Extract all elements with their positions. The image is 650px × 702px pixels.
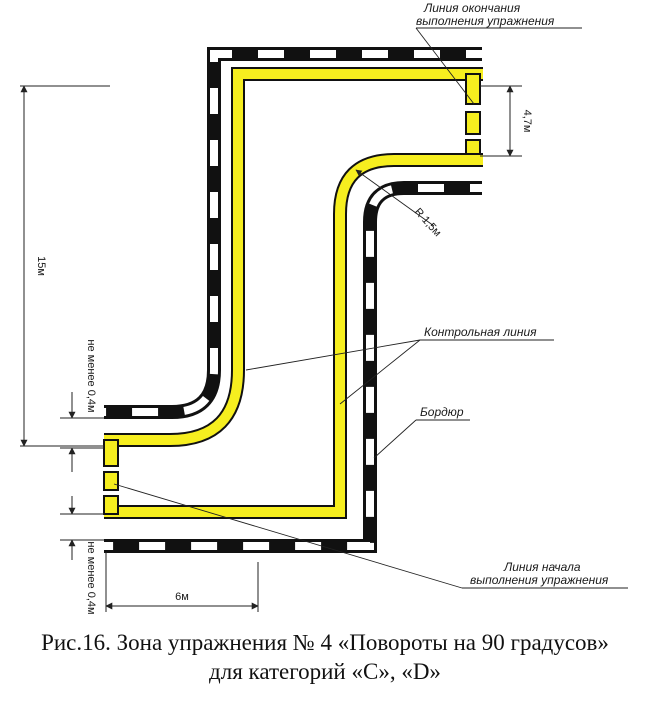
dimension-15m-label: 15м	[35, 256, 47, 276]
left-curb	[104, 47, 482, 419]
right-curb	[104, 181, 482, 553]
dimension-15m: 15м	[20, 85, 110, 447]
start-line-segment	[103, 439, 119, 467]
caption-line-2: для категорий «С», «D»	[209, 659, 441, 684]
start-line-annotation: Линия начала выполнения упражнения	[113, 483, 628, 589]
dimension-6m: 6м	[105, 552, 259, 612]
control-line-outer	[104, 67, 483, 447]
finish-line-annotation: Линия окончания выполнения упражнения	[415, 1, 582, 105]
control-line-label: Контрольная линия	[424, 325, 537, 339]
dimension-4-7m: 4,7м	[480, 85, 533, 157]
caption-line-1: Рис.16. Зона упражнения № 4 «Повороты на…	[41, 630, 609, 655]
start-line-label-2: выполнения упражнения	[470, 573, 609, 587]
exercise-zone-diagram: 4,7м 15м не менее 0,4м не менее 0,4м 6м …	[20, 1, 628, 615]
finish-line-label-2: выполнения упражнения	[416, 14, 555, 28]
finish-line-segment	[465, 73, 481, 105]
radius-label: R 1,5м	[412, 206, 444, 239]
curb-annotation: Бордюр	[373, 405, 470, 459]
dimension-4-7m-label: 4,7м	[521, 110, 533, 133]
dimension-min-gap-upper-label: не менее 0,4м	[85, 339, 97, 412]
control-line-annotation: Контрольная линия	[245, 325, 554, 405]
start-line-label-1: Линия начала	[503, 560, 581, 574]
dimension-min-gap-lower-label: не менее 0,4м	[85, 541, 97, 614]
curb-label: Бордюр	[420, 405, 464, 419]
dimension-6m-label: 6м	[175, 591, 189, 603]
dimension-min-gap-lower: не менее 0,4м	[60, 496, 104, 615]
finish-line-label-1: Линия окончания	[423, 1, 521, 15]
dimension-min-gap-upper: не менее 0,4м	[60, 339, 104, 472]
figure-caption: Рис.16. Зона упражнения № 4 «Повороты на…	[0, 628, 650, 686]
